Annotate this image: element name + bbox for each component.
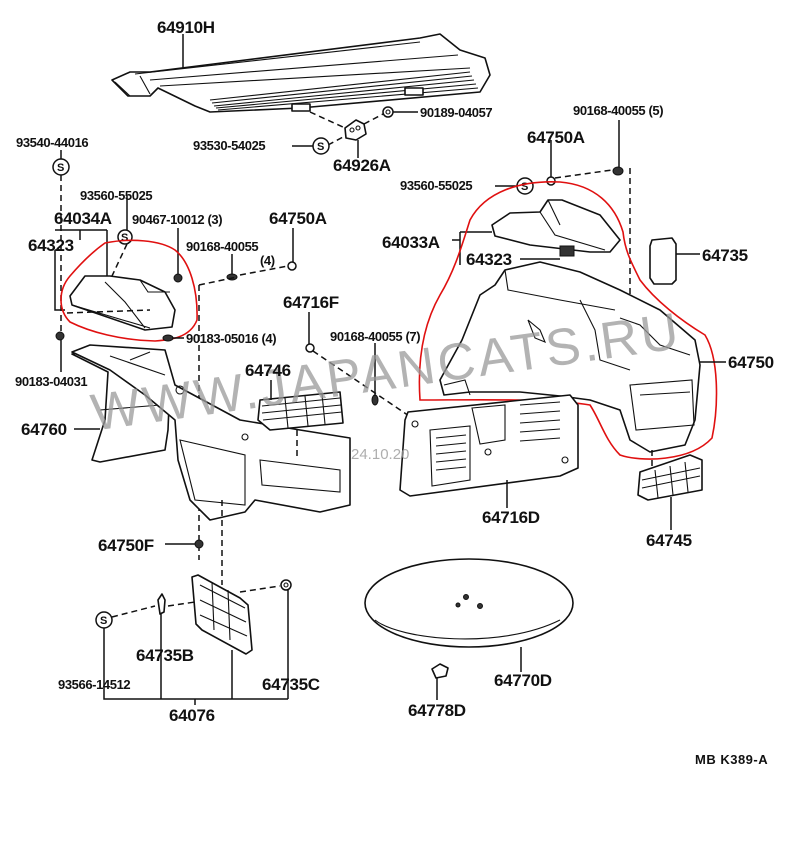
label-64034A[interactable]: 64034A	[54, 209, 112, 228]
clip-64716F-icon[interactable]	[305, 343, 315, 353]
nut-90183-04031-icon[interactable]	[55, 331, 65, 341]
highlight-outline-left	[60, 239, 198, 342]
label-64770D[interactable]: 64770D	[494, 671, 552, 690]
highlight-outline-right	[418, 181, 718, 460]
dash-line	[309, 111, 346, 129]
part-64778D-cap[interactable]	[431, 663, 449, 679]
label-64760[interactable]: 64760	[21, 420, 67, 439]
standard-part-symbol-icon: S	[95, 611, 113, 629]
label-64735C[interactable]: 64735C	[262, 675, 320, 694]
label-90183-04031[interactable]: 90183-04031	[15, 374, 88, 389]
part-64770D-mat[interactable]	[364, 558, 574, 648]
label-64910H[interactable]: 64910H	[157, 18, 215, 37]
part-64076-grille[interactable]	[191, 574, 253, 655]
leader-64076-bracket	[103, 590, 289, 705]
clip-64750F-icon[interactable]	[194, 539, 204, 549]
nut-90183-05016-icon[interactable]	[162, 334, 174, 342]
clip-64750A-left-icon[interactable]	[287, 261, 297, 271]
label-93560-55025-right[interactable]: 93560-55025	[400, 178, 473, 193]
label-90467-10012[interactable]: 90467-10012 (3)	[132, 212, 223, 227]
part-64910H-tray[interactable]	[111, 33, 491, 113]
label-90168-40055-4-qty: (4)	[260, 253, 275, 268]
clip-64323-right-icon[interactable]	[559, 245, 575, 257]
label-90183-05016[interactable]: 90183-05016 (4)	[186, 331, 277, 346]
dash-line	[198, 265, 289, 286]
part-64746-grille[interactable]	[257, 391, 344, 431]
standard-part-symbol-icon: S	[117, 229, 133, 245]
leader-64034A	[55, 229, 108, 276]
label-93540-44016[interactable]: 93540-44016	[16, 135, 89, 150]
label-90168-40055-4[interactable]: 90168-40055	[186, 239, 259, 254]
dash-line	[66, 309, 151, 314]
part-64735-cap[interactable]	[649, 237, 677, 285]
label-64076[interactable]: 64076	[169, 706, 215, 725]
part-64034A-cover[interactable]	[69, 275, 176, 331]
label-64323-right[interactable]: 64323	[466, 250, 512, 269]
svg-text:S: S	[317, 141, 324, 153]
label-64926A[interactable]: 64926A	[333, 156, 391, 175]
label-64735B[interactable]: 64735B	[136, 646, 194, 665]
label-90168-40055-5[interactable]: 90168-40055 (5)	[573, 103, 664, 118]
label-64750F[interactable]: 64750F	[98, 536, 154, 555]
label-64033A[interactable]: 64033A	[382, 233, 440, 252]
svg-text:S: S	[521, 181, 528, 193]
label-64778D[interactable]: 64778D	[408, 701, 466, 720]
label-64716D[interactable]: 64716D	[482, 508, 540, 527]
watermark-date: 24.10.20	[351, 446, 410, 463]
label-64745[interactable]: 64745	[646, 531, 692, 550]
label-90168-40055-7[interactable]: 90168-40055 (7)	[330, 329, 421, 344]
label-64323-left[interactable]: 64323	[28, 236, 74, 255]
label-64716F[interactable]: 64716F	[283, 293, 339, 312]
part-64735C-clip[interactable]	[280, 579, 292, 591]
part-64735B-clip[interactable]	[157, 593, 166, 615]
part-64745-grille[interactable]	[637, 454, 703, 501]
part-left-quarter-trim[interactable]	[71, 344, 351, 521]
label-64735[interactable]: 64735	[702, 246, 748, 265]
label-93566-14512[interactable]: 93566-14512	[58, 677, 131, 692]
dash-line	[327, 135, 346, 146]
label-64750A-right[interactable]: 64750A	[527, 128, 585, 147]
dash-line	[111, 243, 128, 277]
label-93530-54025[interactable]: 93530-54025	[193, 138, 266, 153]
clip-90467-10012-icon[interactable]	[173, 273, 183, 283]
dash-line	[363, 112, 386, 125]
part-64033A-cover[interactable]	[491, 199, 621, 253]
label-64750[interactable]: 64750	[728, 353, 774, 372]
standard-part-symbol-icon: S	[312, 137, 330, 155]
svg-text:S: S	[57, 162, 64, 174]
part-64926A-bracket[interactable]	[344, 119, 367, 141]
dash-line	[312, 350, 416, 421]
svg-text:S: S	[121, 232, 128, 244]
label-64746[interactable]: 64746	[245, 361, 291, 380]
standard-part-symbol-icon: S	[52, 158, 70, 176]
label-90189-04057[interactable]: 90189-04057	[420, 105, 493, 120]
part-64716D-panel[interactable]	[399, 394, 579, 497]
nut-90189-04057-icon[interactable]	[382, 106, 394, 118]
svg-text:S: S	[100, 615, 107, 627]
screw-90168-40055-5-icon[interactable]	[612, 166, 624, 176]
label-93560-55025-left[interactable]: 93560-55025	[80, 188, 153, 203]
part-64750-quarter-trim[interactable]	[439, 261, 701, 453]
label-64750A-left[interactable]: 64750A	[269, 209, 327, 228]
leader-64323-left	[54, 249, 65, 311]
diagram-reference-code: MB K389-A	[695, 752, 769, 767]
dash-line	[111, 601, 196, 618]
dash-line	[239, 585, 281, 593]
